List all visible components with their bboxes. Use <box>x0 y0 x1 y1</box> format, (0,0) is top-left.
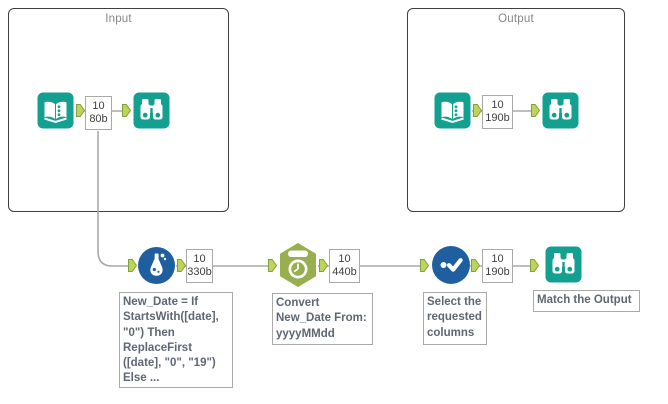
tool-input-data-1[interactable] <box>37 92 74 134</box>
data-size: 80b <box>89 113 108 125</box>
data-size: 440b <box>332 266 357 278</box>
data-size: 190b <box>485 112 510 124</box>
open-book-icon <box>434 92 471 129</box>
connection-arrow-icon <box>471 259 481 272</box>
record-count: 10 <box>491 98 504 111</box>
connection-arrow-icon <box>268 259 278 272</box>
tool-select[interactable] <box>432 246 470 289</box>
record-count: 10 <box>92 99 105 112</box>
connection-label-input-browse[interactable]: 10 80b <box>85 96 112 130</box>
annotation-datetime[interactable]: Convert New_Date From: yyyyMMdd <box>272 293 373 345</box>
record-count: 10 <box>338 252 351 265</box>
connection-arrow-icon <box>177 259 187 272</box>
connection-arrow-icon <box>530 259 540 272</box>
container-output-title: Output <box>498 13 534 25</box>
output-anchor-input-data-2[interactable] <box>473 104 483 117</box>
input-anchor-datetime[interactable] <box>268 259 278 272</box>
binoculars-icon <box>133 92 170 129</box>
input-anchor-browse-2[interactable] <box>531 104 541 117</box>
connection-arrow-icon <box>122 104 132 117</box>
connection-arrow-icon <box>531 104 541 117</box>
binoculars-icon <box>545 246 582 283</box>
annotation-formula[interactable]: New_Date = If StartsWith([date], "0") Th… <box>119 292 233 388</box>
tool-datetime[interactable] <box>278 242 318 293</box>
flask-icon <box>138 247 175 284</box>
data-size: 330b <box>187 266 212 278</box>
connection-label-select-browse[interactable]: 10 190b <box>482 249 513 283</box>
input-anchor-browse-1[interactable] <box>122 104 132 117</box>
connection-arrow-icon <box>319 259 329 272</box>
tool-formula[interactable] <box>138 247 175 289</box>
tool-browse-2[interactable] <box>542 92 579 134</box>
connection-arrow-icon <box>420 259 430 272</box>
tool-browse-3[interactable] <box>545 246 582 288</box>
data-size: 190b <box>485 266 510 278</box>
output-anchor-input-data-1[interactable] <box>76 104 86 117</box>
output-anchor-formula[interactable] <box>177 259 187 272</box>
output-anchor-datetime[interactable] <box>319 259 329 272</box>
input-anchor-select[interactable] <box>420 259 430 272</box>
input-anchor-formula[interactable] <box>128 259 138 272</box>
connection-arrow-icon <box>473 104 483 117</box>
input-anchor-browse-3[interactable] <box>530 259 540 272</box>
connection-label-output-browse[interactable]: 10 190b <box>482 95 513 129</box>
check-dot-icon <box>432 246 470 284</box>
annotation-select[interactable]: Select the requested columns <box>423 292 487 345</box>
connection-arrow-icon <box>128 259 138 272</box>
connection-label-formula-datetime[interactable]: 10 330b <box>186 249 213 283</box>
tool-browse-1[interactable] <box>133 92 170 134</box>
clock-icon <box>280 243 316 287</box>
record-count: 10 <box>193 252 206 265</box>
connection-label-datetime-select[interactable]: 10 440b <box>329 249 360 283</box>
annotation-browse[interactable]: Match the Output <box>533 290 640 312</box>
wire-input-to-formula[interactable] <box>97 131 129 267</box>
connection-arrow-icon <box>76 104 86 117</box>
tool-input-data-2[interactable] <box>434 92 471 134</box>
output-anchor-select[interactable] <box>471 259 481 272</box>
container-input-title: Input <box>105 13 132 25</box>
record-count: 10 <box>491 252 504 265</box>
open-book-icon <box>37 92 74 129</box>
binoculars-icon <box>542 92 579 129</box>
